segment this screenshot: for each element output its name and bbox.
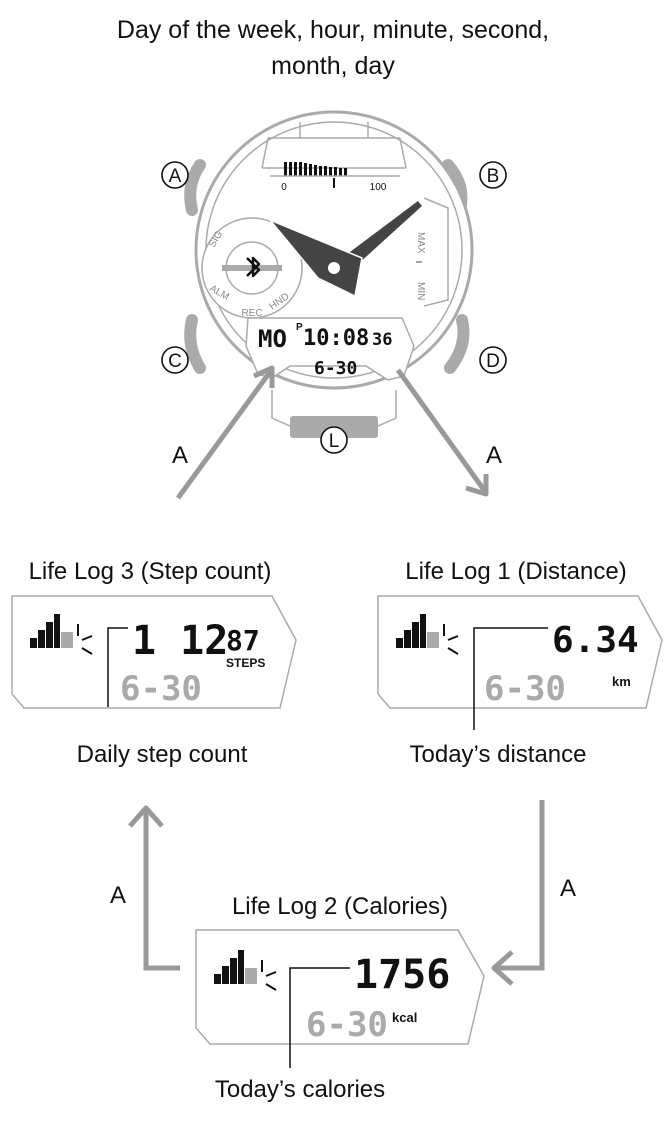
display-day: MO: [258, 325, 287, 353]
arrow-bottom-label: A: [110, 882, 126, 909]
distance-panel: Life Log 1 (Distance) 6.34 km 6-30 Today…: [377, 558, 663, 768]
arrow-to-steps: A: [172, 365, 275, 500]
svg-text:L: L: [329, 431, 340, 452]
display-date: 6-30: [314, 358, 357, 379]
steps-callout: Daily step count: [77, 741, 248, 768]
activity-graph-icon: [30, 614, 93, 655]
svg-text:A: A: [169, 166, 182, 187]
activity-graph-icon: [214, 950, 277, 991]
button-b-label: B: [479, 161, 507, 189]
calories-panel: Life Log 2 (Calories) 1756 6-30 kcal Tod…: [195, 893, 485, 1103]
distance-date: 6-30: [484, 669, 566, 709]
button-l-label: L: [320, 426, 348, 454]
bezel-min-label: MIN: [415, 282, 426, 300]
svg-text:C: C: [168, 351, 182, 372]
distance-unit: km: [612, 674, 631, 689]
steps-unit: STEPS: [226, 656, 265, 670]
bluetooth-icon: [246, 256, 261, 278]
distance-callout: Today’s distance: [410, 741, 587, 768]
steps-panel: Life Log 3 (Step count) 1 12 87 STEPS 6-…: [11, 558, 297, 768]
watch-illustration: 0 100 MAX MIN SIG ALM REC HND MO P 10:08…: [161, 110, 507, 454]
button-a-label: A: [161, 161, 189, 189]
scale-min-label: 0: [281, 182, 287, 193]
steps-title: Life Log 3 (Step count): [29, 558, 272, 585]
bezel-rec-label: REC: [241, 308, 262, 319]
steps-value: 1 12: [132, 618, 228, 664]
arrow-right-label: A: [486, 442, 502, 469]
header-line2: month, day: [271, 52, 395, 80]
distance-title: Life Log 1 (Distance): [405, 558, 626, 585]
button-d-label: D: [479, 346, 507, 374]
bezel-max-label: MAX: [415, 232, 426, 254]
display-seconds: 36: [372, 330, 392, 350]
scale-bars: [284, 162, 347, 176]
arrow-to-distance: A: [395, 368, 502, 497]
calories-title: Life Log 2 (Calories): [232, 893, 448, 920]
steps-date: 6-30: [120, 669, 202, 709]
scale-max-label: 100: [370, 182, 387, 193]
button-c-label: C: [161, 346, 189, 374]
calories-date: 6-30: [306, 1005, 388, 1045]
activity-graph-icon: [396, 614, 459, 655]
calories-unit: kcal: [392, 1010, 417, 1025]
header-line1: Day of the week, hour, minute, second,: [117, 16, 549, 44]
arrow-left-label: A: [172, 442, 188, 469]
display-pm: P: [296, 322, 303, 333]
steps-value-small: 87: [226, 624, 260, 657]
arrow-to-calories: A: [491, 800, 576, 986]
calories-callout: Today’s calories: [215, 1076, 385, 1103]
distance-value: 6.34: [552, 620, 639, 661]
arrow-from-calories: A: [110, 805, 180, 971]
arrow-bottom-right-label: A: [560, 875, 576, 902]
calories-value: 1756: [354, 952, 450, 998]
svg-text:D: D: [486, 351, 500, 372]
svg-text:B: B: [487, 166, 500, 187]
display-time: 10:08: [303, 326, 369, 351]
